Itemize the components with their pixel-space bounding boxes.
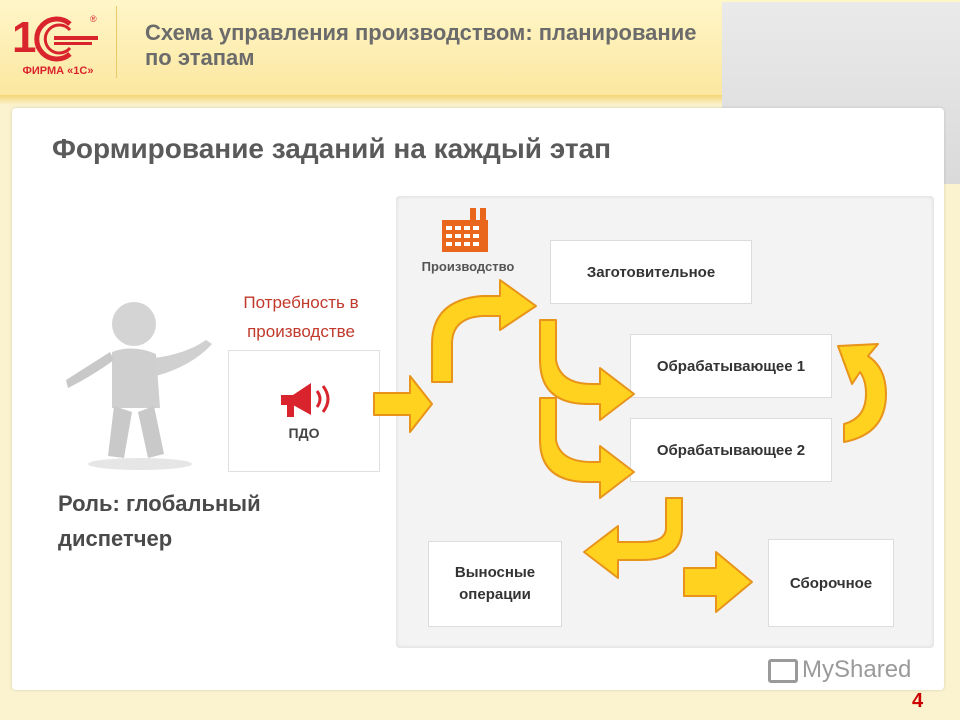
stage-obrabatyvayushchee-2: Обрабатывающее 2 xyxy=(630,418,832,482)
role-label: Роль: глобальный диспетчер xyxy=(58,491,261,551)
presentation-icon xyxy=(768,658,798,683)
pdo-label: ПДО xyxy=(288,425,320,441)
logo-caption: ФИРМА «1С» xyxy=(23,65,94,77)
stage-obrabatyvayushchee-1: Обрабатывающее 1 xyxy=(630,334,832,398)
section-title: Формирование заданий на каждый этап xyxy=(52,133,612,164)
factory-icon xyxy=(442,208,488,252)
production-label: Производство xyxy=(421,259,515,274)
need-label: Потребность в производстве xyxy=(243,293,359,341)
watermark: MyShared xyxy=(768,656,911,684)
stage-zagotovitelnoe: Заготовительное xyxy=(550,240,752,304)
header-divider xyxy=(0,95,960,105)
person-illustration xyxy=(56,296,216,472)
company-logo: 1 ® ФИРМА «1С» xyxy=(12,13,98,77)
page-title: Схема управления производством: планиров… xyxy=(145,20,697,70)
svg-text:1: 1 xyxy=(12,13,36,62)
stage-sborochnoe: Сборочное xyxy=(768,539,894,627)
megaphone-icon xyxy=(281,383,330,417)
stage-vynosnye-operatsii: Выносные операции xyxy=(428,541,562,627)
page-number: 4 xyxy=(912,690,924,712)
svg-text:®: ® xyxy=(90,14,97,24)
logo-separator xyxy=(116,6,117,78)
watermark-text: MyShared xyxy=(802,656,912,683)
pdo-box: ПДО xyxy=(228,350,380,472)
